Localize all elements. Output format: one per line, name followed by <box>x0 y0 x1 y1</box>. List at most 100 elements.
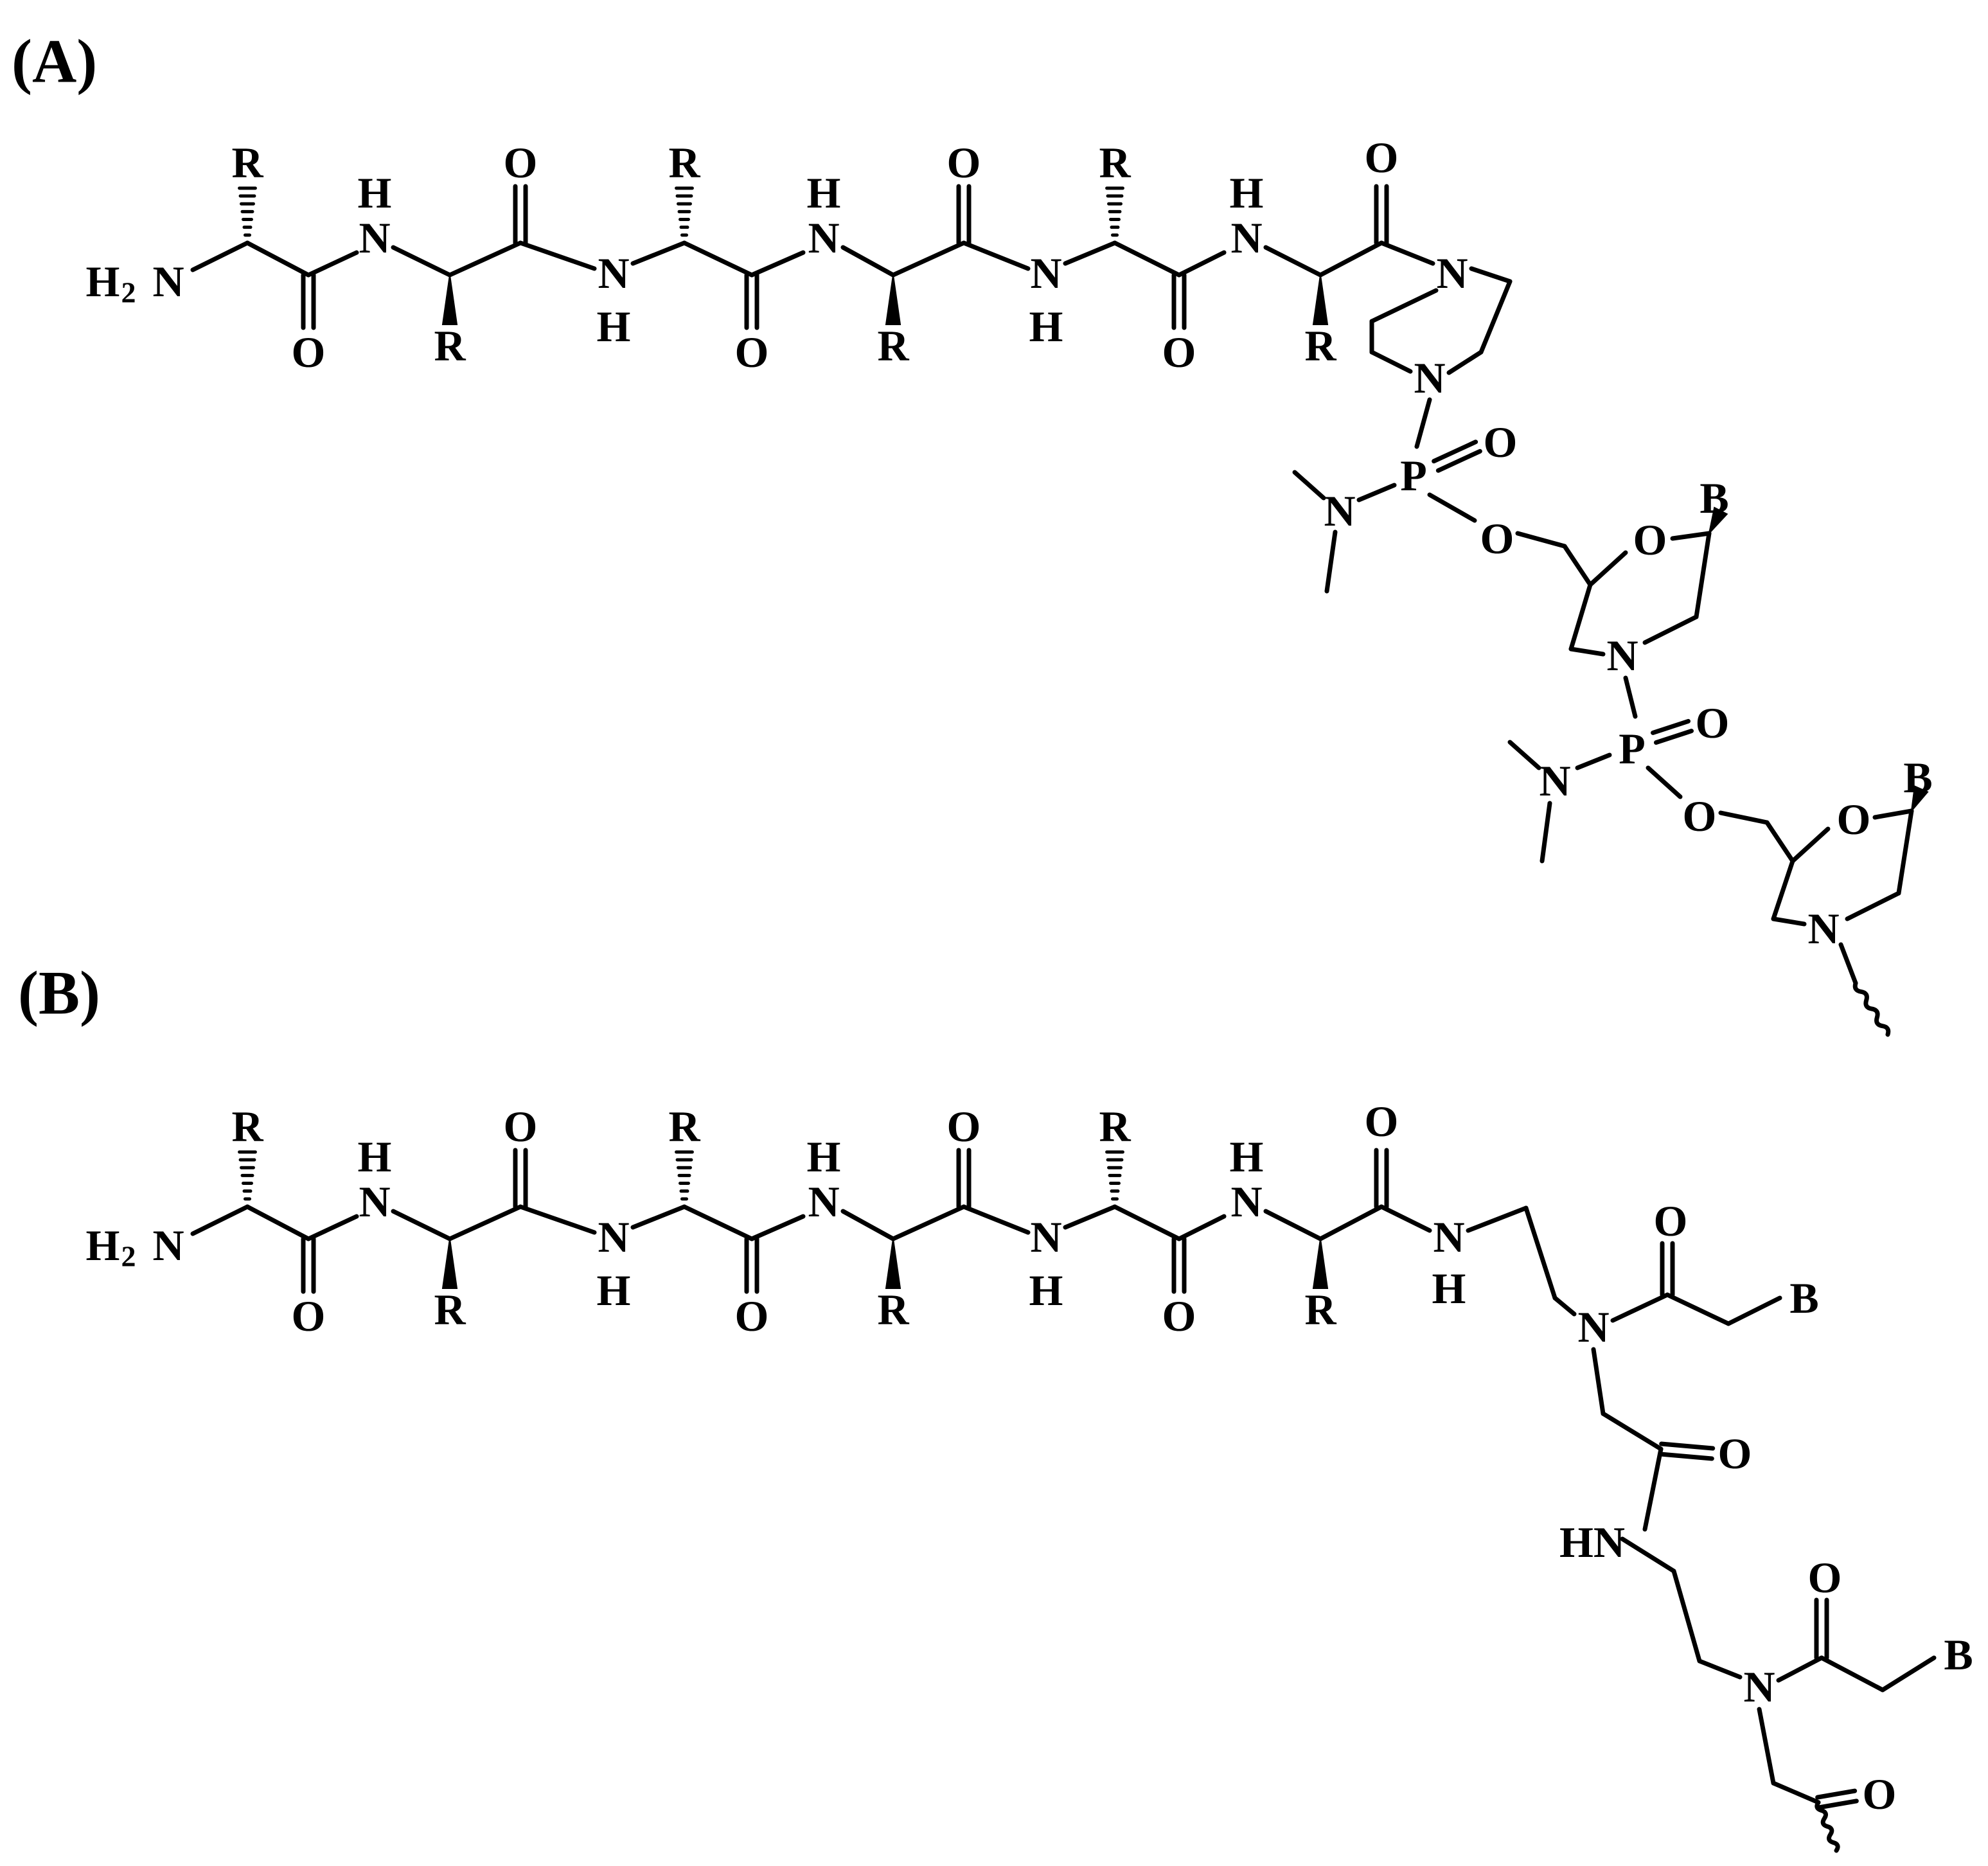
amide-n-label: N <box>598 1213 629 1261</box>
morpholine-n-label: N <box>1807 904 1839 953</box>
bond-line <box>518 1204 597 1235</box>
bond-line <box>391 245 452 278</box>
bond-line <box>682 1204 754 1241</box>
morpholine-o-label: O <box>1837 795 1871 844</box>
morpholine-o-label: O <box>1633 515 1667 564</box>
side-chain-r-label: R <box>877 321 909 370</box>
bond-line <box>682 240 754 278</box>
phosphorus-p-label: P <box>1400 451 1427 500</box>
bond-line <box>1776 1655 1824 1683</box>
bond-line <box>1588 550 1628 587</box>
wedge-bond <box>1708 506 1728 536</box>
wavy-bond <box>1815 1800 1840 1853</box>
bond-line <box>1591 1347 1606 1416</box>
side-chain-r-label: R <box>1099 1102 1131 1151</box>
bond-line <box>1379 240 1435 266</box>
bond-line <box>190 1204 250 1236</box>
bond-line <box>1466 1205 1529 1233</box>
bond-line <box>1757 1707 1776 1786</box>
bond-line <box>1318 240 1384 278</box>
bond-line <box>1771 858 1795 921</box>
bond-line <box>1540 801 1552 864</box>
bond-line <box>961 240 1031 271</box>
wavy-bond <box>1852 981 1891 1037</box>
carbonyl-double-bond <box>1659 1441 1716 1451</box>
bond-line <box>245 240 311 278</box>
phosphorus-p-label: P <box>1619 724 1646 773</box>
base-b-label: B <box>1700 474 1728 522</box>
bond-line <box>1263 1209 1323 1241</box>
side-chain-r-label: R <box>668 138 700 187</box>
bond-line <box>1845 891 1901 921</box>
bond-line <box>1718 810 1770 825</box>
bond-line <box>1610 1292 1670 1323</box>
bond-line <box>1263 245 1323 278</box>
amine-n-label: N <box>152 1221 184 1270</box>
carbonyl-o-label: O <box>735 1292 769 1340</box>
bond-line <box>306 1214 359 1241</box>
bond-line <box>630 1204 687 1230</box>
carbonyl-double-bond <box>1816 1799 1859 1810</box>
p-o-double-bond <box>1653 729 1694 745</box>
side-chain-r-label: R <box>1304 321 1336 370</box>
amine-subscript: 2 <box>121 276 136 309</box>
bond-line <box>1764 820 1795 864</box>
bond-line <box>1623 675 1638 719</box>
amide-h-label: H <box>1230 1132 1264 1181</box>
bond-line <box>1356 483 1397 502</box>
bond-line <box>1478 279 1513 355</box>
bond-line <box>1414 397 1432 449</box>
side-chain-r-label: R <box>1304 1285 1336 1334</box>
bond-line <box>1726 1295 1782 1326</box>
carbonyl-o-label: O <box>1162 328 1196 377</box>
amide-h-label: H <box>1230 168 1264 217</box>
carbonyl-o-label: O <box>1863 1770 1897 1818</box>
base-b-label: B <box>1903 753 1932 802</box>
carbonyl-o-label: O <box>1365 133 1399 182</box>
bond-line <box>1697 1658 1743 1680</box>
wedge-bond <box>1312 274 1329 325</box>
bond-line <box>1790 826 1831 864</box>
bond-line <box>1620 1536 1676 1574</box>
bond-line <box>1112 240 1182 278</box>
amide-h-label: H <box>1029 302 1063 351</box>
bond-line <box>1872 808 1914 820</box>
bond-line <box>1507 740 1541 770</box>
amide-n-label: N <box>1230 1177 1262 1226</box>
panel-a-label: (A) <box>12 27 97 96</box>
amide-n-label: N <box>1030 1213 1061 1261</box>
amine-h-label: H <box>86 257 120 306</box>
backbone-hn-label: HN <box>1559 1518 1625 1567</box>
amide-n-label: N <box>808 213 839 262</box>
phosphoryl-o-label: O <box>1484 418 1518 466</box>
bond-line <box>891 1204 966 1241</box>
carbonyl-o-label: O <box>1808 1553 1842 1602</box>
p-o-double-bond <box>1432 440 1478 464</box>
panel-b-label: (B) <box>18 959 100 1027</box>
bond-line <box>1446 350 1484 375</box>
amide-n-label: N <box>359 1177 390 1226</box>
backbone-nh-h-label: H <box>1432 1264 1466 1313</box>
bond-line <box>518 240 597 271</box>
wedge-bond <box>885 274 901 325</box>
side-chain-r-label: R <box>434 321 466 370</box>
bond-line <box>1176 1214 1227 1241</box>
carbonyl-o-label: O <box>1654 1196 1688 1245</box>
bond-line <box>1176 250 1227 278</box>
bond-line <box>1838 942 1858 986</box>
amide-h-label: H <box>1029 1266 1063 1315</box>
carbonyl-o-label: O <box>947 1102 981 1151</box>
bond-line <box>1369 288 1439 324</box>
ester-o-label: O <box>1683 792 1717 840</box>
bond-line <box>1642 614 1699 645</box>
bond-line <box>1670 531 1712 541</box>
carbonyl-o-label: O <box>1365 1097 1399 1146</box>
morpholine-n-label: N <box>1606 631 1638 680</box>
bond-line <box>1112 1204 1182 1241</box>
bond-line <box>1318 1204 1384 1241</box>
backbone-nh-n-label: N <box>1433 1213 1464 1261</box>
side-chain-r-label: R <box>231 138 263 187</box>
carbonyl-o-label: O <box>292 1292 326 1340</box>
carbonyl-o-label: O <box>292 328 326 377</box>
amide-n-label: N <box>598 249 629 298</box>
